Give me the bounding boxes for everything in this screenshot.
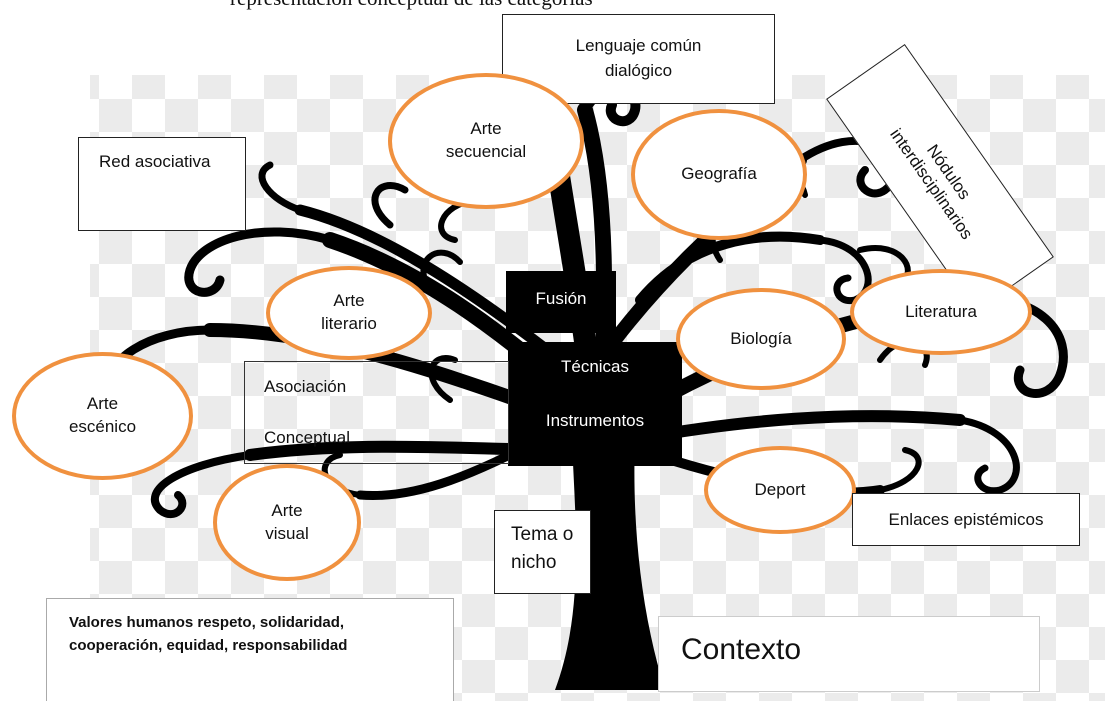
literatura-node: Literatura	[850, 269, 1032, 355]
asociacion-label: Asociación	[264, 377, 347, 396]
conceptual-label: Conceptual	[264, 428, 351, 447]
arte-secuencial-node: Arte secuencial	[388, 73, 584, 209]
geografia-node: Geografía	[631, 109, 807, 240]
arte-visual-node: Arte visual	[213, 464, 361, 581]
valores-box: Valores humanos respeto, solidaridad, co…	[46, 598, 454, 701]
biologia-node: Biología	[676, 288, 846, 390]
tecnicas-label: Técnicas	[560, 357, 630, 376]
tema-nicho-box: Tema o nicho	[494, 510, 591, 594]
asociacion-conceptual-box: Asociación Conceptual	[244, 361, 509, 464]
instrumentos-label: Instrumentos	[545, 411, 645, 430]
arte-literario-node: Arte literario	[266, 266, 432, 360]
arte-escenico-node: Arte escénico	[12, 352, 193, 480]
tree-trunk	[555, 440, 665, 690]
fusion-box: Fusión	[506, 271, 616, 333]
figure-caption: representación conceptual de las categor…	[230, 0, 750, 12]
enlaces-box: Enlaces epistémicos	[852, 493, 1080, 546]
red-asociativa-box: Red asociativa	[78, 137, 246, 231]
contexto-box: Contexto	[658, 616, 1040, 692]
tecnicas-instrumentos-box: Técnicas Instrumentos	[508, 342, 682, 466]
deport-node: Deport	[704, 446, 856, 534]
